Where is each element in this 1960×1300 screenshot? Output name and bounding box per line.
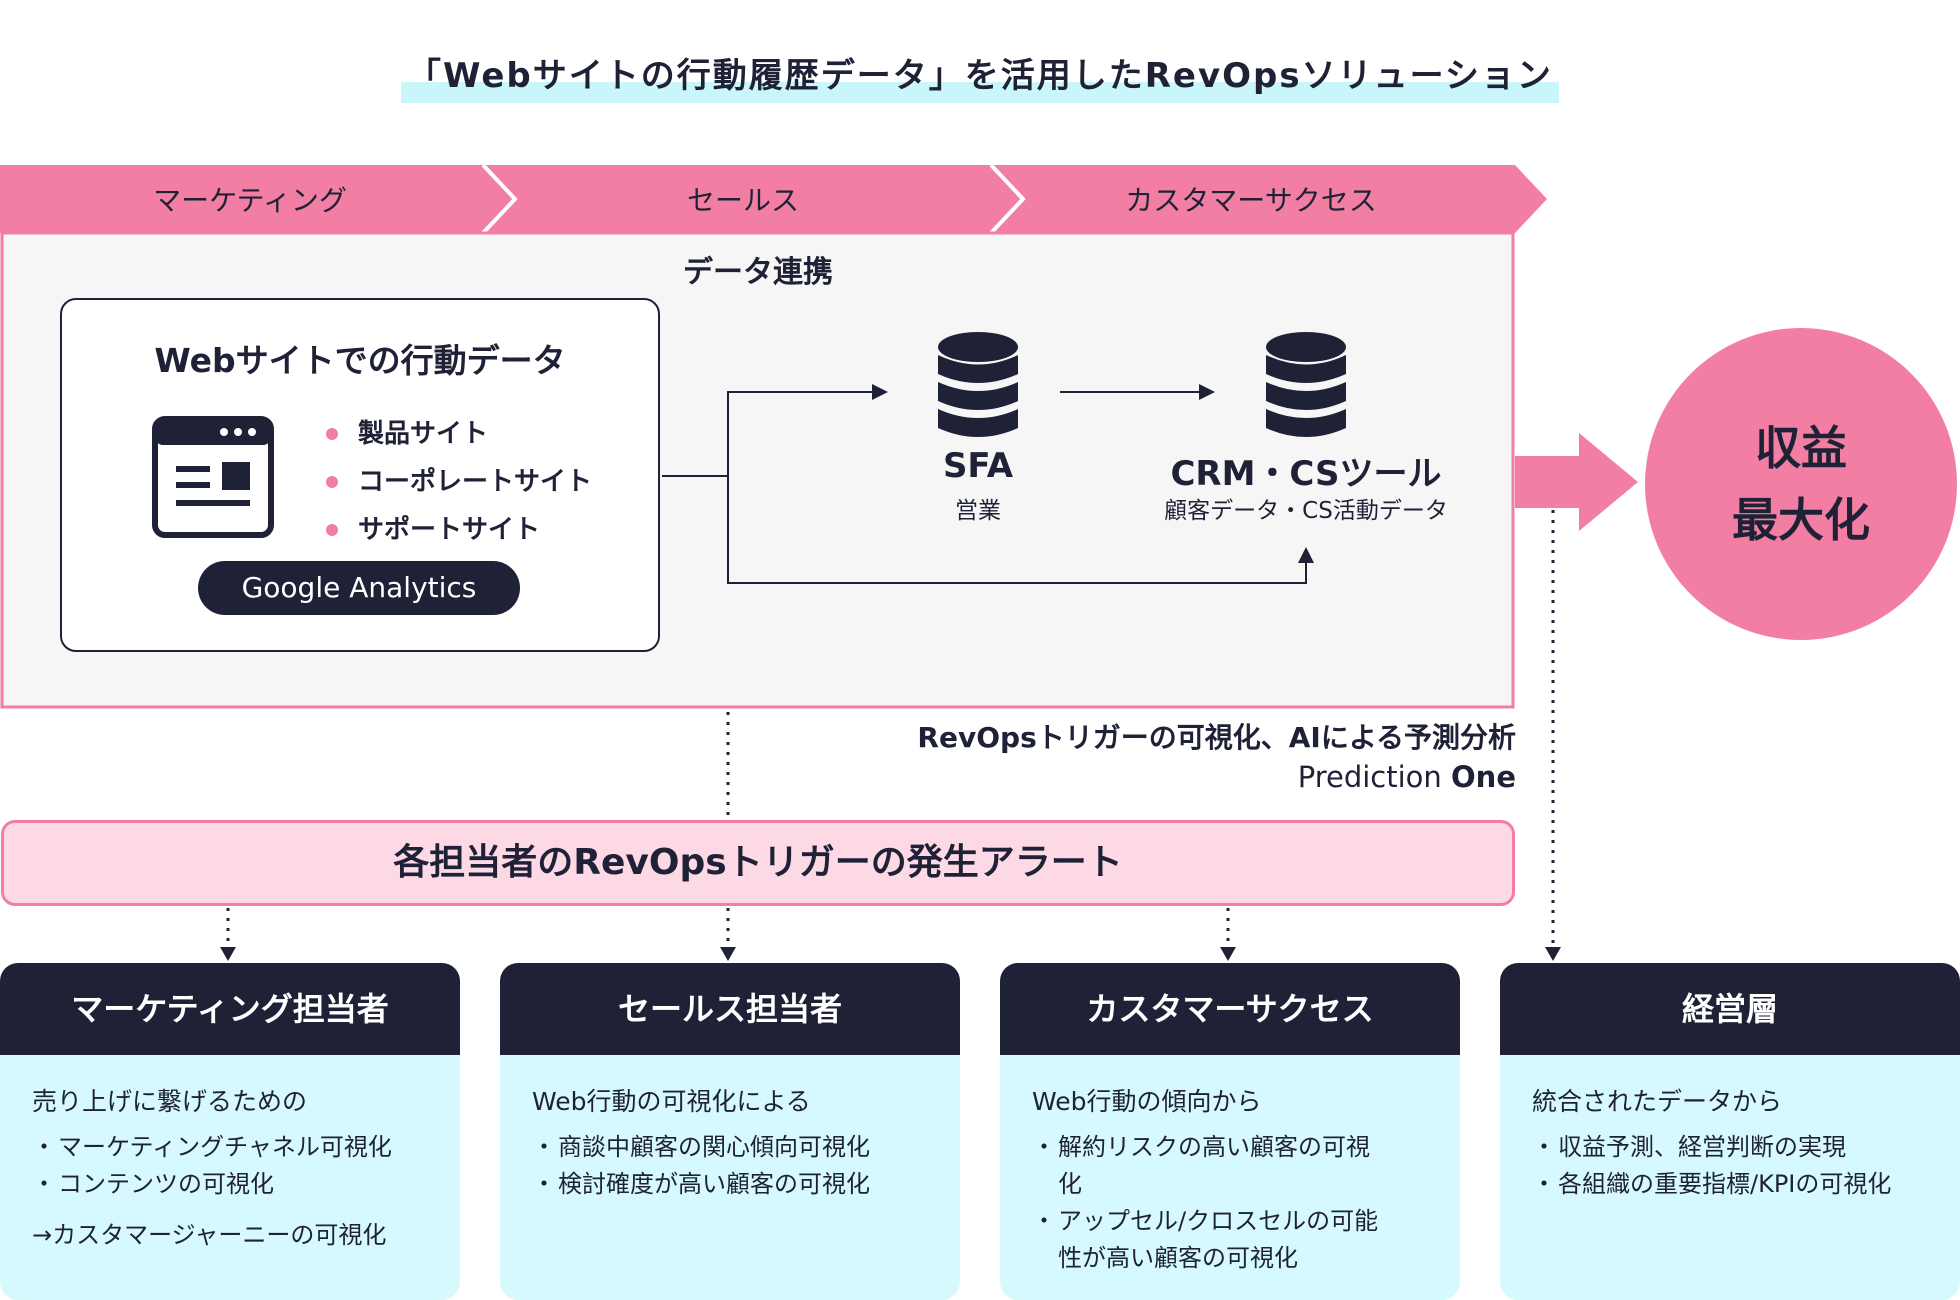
arrow-down-icon — [1220, 947, 1236, 961]
database-icon — [1266, 332, 1346, 437]
card-list: 商談中顧客の関心傾向可視化 検討確度が高い顧客の可視化 — [532, 1129, 928, 1203]
sfa-sub: 営業 — [955, 498, 1001, 524]
arrow-down-icon — [720, 947, 736, 961]
web-box-title: Webサイトでの行動データ — [154, 341, 566, 380]
card-title: マーケティング担当者 — [0, 963, 460, 1055]
list-item: マーケティングチャネル可視化 — [32, 1129, 428, 1166]
card-lead: Web行動の可視化による — [532, 1087, 811, 1116]
list-item: コンテンツの可視化 — [32, 1166, 428, 1203]
list-item: 収益予測、経営判断の実現 — [1532, 1129, 1928, 1166]
alert-bar: 各担当者のRevOpsトリガーの発生アラート — [1, 820, 1515, 906]
arrow-to-goal — [1515, 433, 1638, 531]
stage-label: カスタマーサクセス — [1125, 184, 1376, 217]
google-analytics-badge: Google Analytics — [198, 561, 520, 615]
bullet-dot — [326, 524, 338, 536]
card-title: セールス担当者 — [500, 963, 960, 1055]
card-body: 統合されたデータから 収益予測、経営判断の実現 各組織の重要指標/KPIの可視化 — [1500, 1055, 1960, 1203]
card-list: 収益予測、経営判断の実現 各組織の重要指標/KPIの可視化 — [1532, 1129, 1928, 1203]
stage-divider — [481, 163, 518, 235]
stage-banner — [0, 165, 1547, 233]
database-icon — [938, 332, 1018, 437]
crm-sub: 顧客データ・CS活動データ — [1164, 498, 1448, 524]
prediction-text: Prediction — [1297, 760, 1452, 794]
arrow-down-icon — [1545, 947, 1561, 961]
list-item: 各組織の重要指標/KPIの可視化 — [1532, 1166, 1928, 1203]
site-label: 製品サイト — [358, 419, 489, 449]
card-lead: 統合されたデータから — [1532, 1087, 1783, 1116]
arrow-up-icon — [1298, 547, 1314, 563]
crm-label: CRM・CSツール — [1170, 454, 1442, 494]
role-card-marketing: マーケティング担当者 売り上げに繋げるための マーケティングチャネル可視化 コン… — [0, 963, 460, 1300]
card-body: 売り上げに繋げるための マーケティングチャネル可視化 コンテンツの可視化 →カス… — [0, 1055, 460, 1254]
list-item: サポートサイト — [326, 506, 592, 554]
card-lead: 売り上げに繋げるための — [32, 1087, 308, 1116]
list-item: 検討確度が高い顧客の可視化 — [532, 1166, 928, 1203]
prediction-one-text: One — [1451, 760, 1516, 794]
site-label: コーポレートサイト — [358, 467, 593, 497]
data-link-label: データ連携 — [683, 255, 833, 290]
card-list: マーケティングチャネル可視化 コンテンツの可視化 — [32, 1129, 428, 1203]
list-item: 商談中顧客の関心傾向可視化 — [532, 1129, 928, 1166]
arrow-down-icon — [220, 947, 236, 961]
list-item: アップセル/クロスセルの可能性が高い顧客の可視化 — [1032, 1203, 1392, 1277]
card-footer: →カスタマージャーニーの可視化 — [32, 1221, 387, 1249]
bullet-dot — [326, 476, 338, 488]
stage-divider — [989, 163, 1026, 235]
revenue-goal-circle: 収益 最大化 — [1645, 328, 1957, 640]
list-item: コーポレートサイト — [326, 458, 592, 506]
stage-label: セールス — [687, 184, 799, 217]
page-title: 「Webサイトの行動履歴データ」を活用したRevOpsソリューション — [401, 48, 1559, 103]
browser-window-icon — [152, 416, 274, 538]
role-card-executives: 経営層 統合されたデータから 収益予測、経営判断の実現 各組織の重要指標/KPI… — [1500, 963, 1960, 1300]
card-body: Web行動の傾向から 解約リスクの高い顧客の可視化 アップセル/クロスセルの可能… — [1000, 1055, 1460, 1277]
stage-label: マーケティング — [153, 184, 347, 217]
sfa-label: SFA — [942, 446, 1014, 486]
site-list: 製品サイト コーポレートサイト サポートサイト — [326, 410, 592, 554]
title-area: 「Webサイトの行動履歴データ」を活用したRevOpsソリューション — [0, 48, 1960, 103]
connector-line — [727, 476, 1307, 584]
connector-line — [662, 391, 880, 477]
list-item: 製品サイト — [326, 410, 592, 458]
card-lead: Web行動の傾向から — [1032, 1087, 1262, 1116]
prediction-one-logo: Prediction One — [1298, 760, 1516, 794]
goal-line: 収益 — [1755, 421, 1847, 475]
card-title: カスタマーサクセス — [1000, 963, 1460, 1055]
list-item: 解約リスクの高い顧客の可視化 — [1032, 1129, 1392, 1203]
bullet-dot — [326, 428, 338, 440]
trigger-caption: RevOpsトリガーの可視化、AIによる予測分析 — [917, 721, 1516, 754]
arrow-right-icon — [1199, 384, 1215, 400]
card-title: 経営層 — [1500, 963, 1960, 1055]
role-card-sales: セールス担当者 Web行動の可視化による 商談中顧客の関心傾向可視化 検討確度が… — [500, 963, 960, 1300]
arrow-right-icon — [872, 384, 888, 400]
card-body: Web行動の可視化による 商談中顧客の関心傾向可視化 検討確度が高い顧客の可視化 — [500, 1055, 960, 1203]
web-behavior-box: Webサイトでの行動データ 製品サイト コーポレートサイト サポートサイト Go… — [60, 298, 660, 652]
role-card-customer-success: カスタマーサクセス Web行動の傾向から 解約リスクの高い顧客の可視化 アップセ… — [1000, 963, 1460, 1300]
goal-line: 最大化 — [1732, 493, 1870, 547]
card-list: 解約リスクの高い顧客の可視化 アップセル/クロスセルの可能性が高い顧客の可視化 — [1032, 1129, 1392, 1277]
site-label: サポートサイト — [358, 515, 541, 545]
